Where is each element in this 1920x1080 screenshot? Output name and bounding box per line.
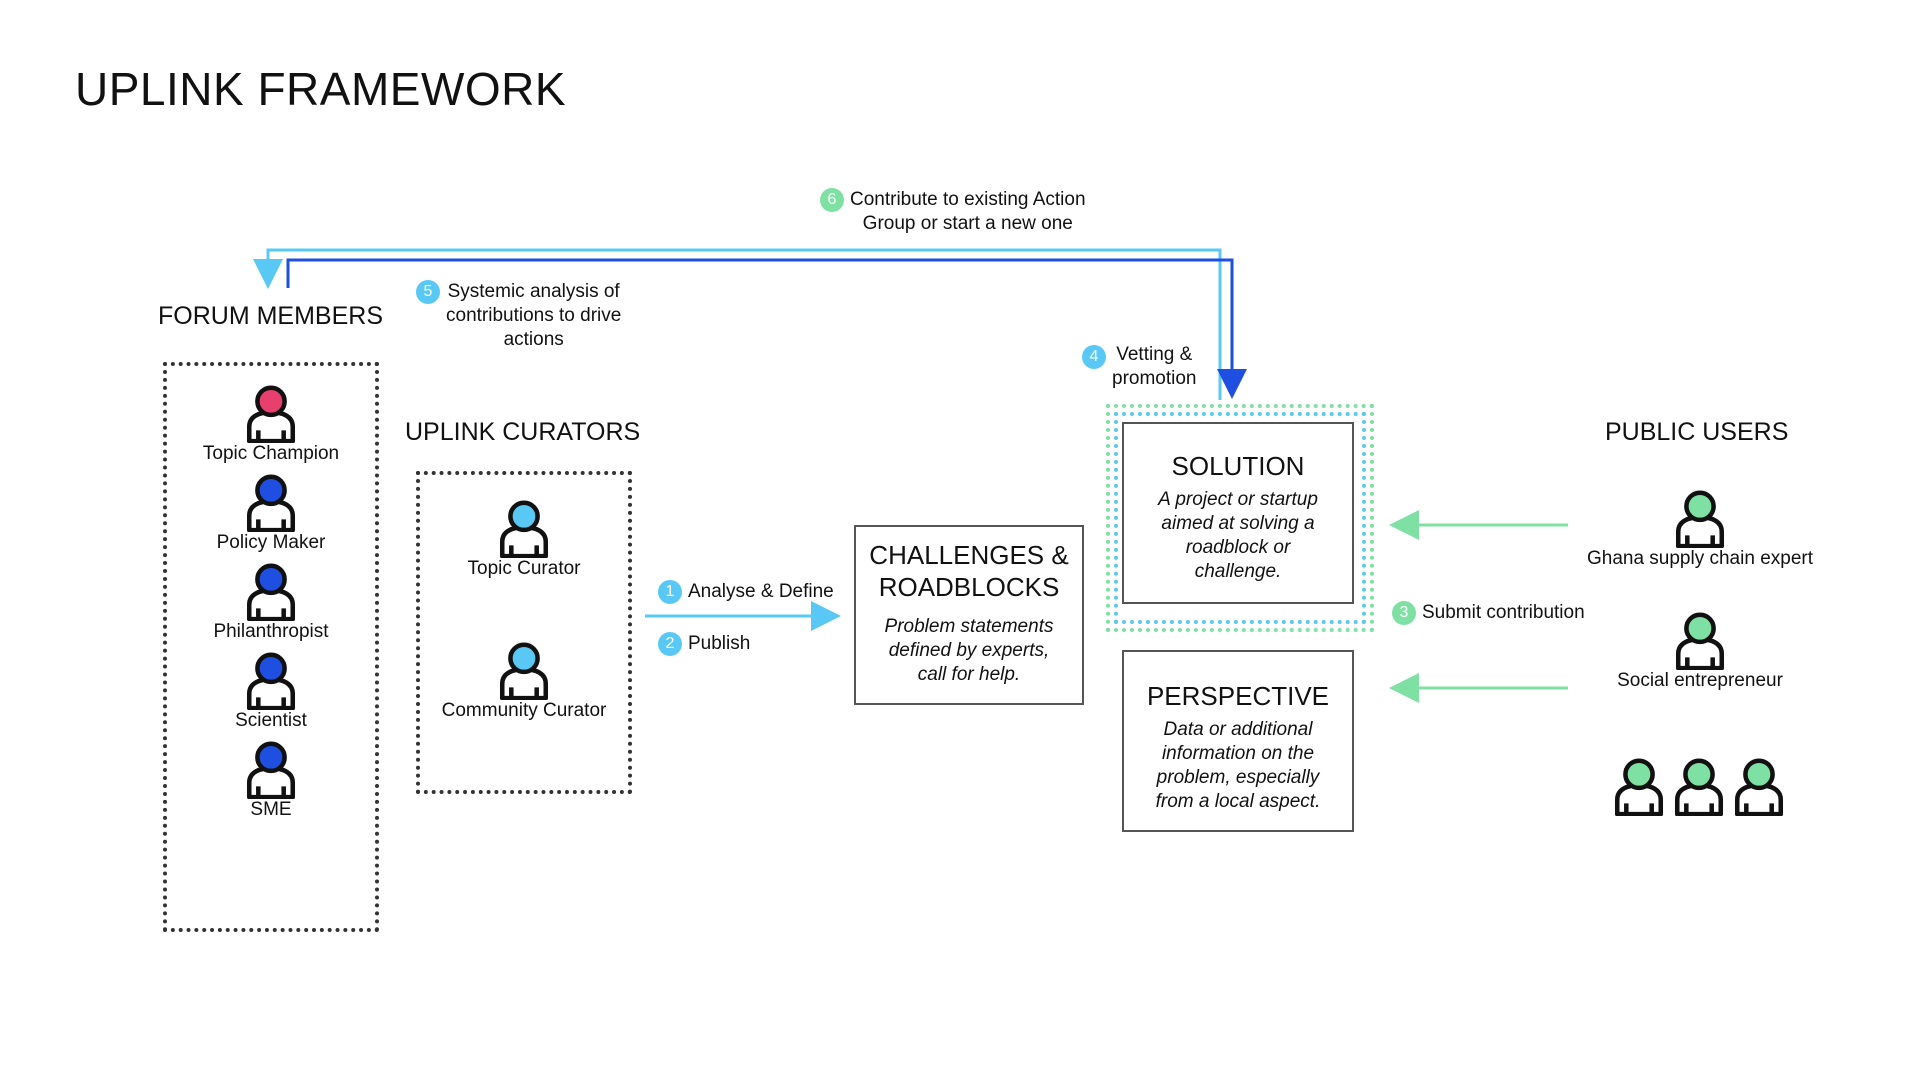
solution-highlight-inner <box>1114 412 1366 624</box>
step-1: 1 Analyse & Define <box>658 580 834 604</box>
step-6-line1: Contribute to existing Action <box>850 189 1086 210</box>
uplink-curators-heading: UPLINK CURATORS <box>405 418 641 446</box>
step-1-badge: 1 <box>658 580 682 604</box>
person-icon <box>1675 490 1725 548</box>
public-user-item: Social entrepreneur <box>1570 612 1830 692</box>
solution-highlight-outer <box>1106 404 1374 632</box>
person-icon <box>1734 758 1784 817</box>
perspective-box: PERSPECTIVE Data or additional informati… <box>1122 650 1354 832</box>
solution-desc-line4: challenge. <box>1194 561 1282 582</box>
step-6-line2: Group or start a new one <box>862 213 1073 234</box>
person-icon <box>499 642 549 700</box>
person-icon <box>246 474 296 532</box>
forum-member-item: Scientist <box>163 652 379 732</box>
solution-box: SOLUTION A project or startup aimed at s… <box>1122 422 1354 604</box>
step-4-line2: promotion <box>1112 368 1197 389</box>
solution-desc-line2: aimed at solving a <box>1161 513 1315 534</box>
challenges-box: CHALLENGES & ROADBLOCKS Problem statemen… <box>854 525 1084 705</box>
step-2-badge: 2 <box>658 632 682 656</box>
perspective-desc-line2: information on the <box>1161 743 1315 764</box>
challenges-title-line2: ROADBLOCKS <box>878 572 1060 602</box>
systemic-analysis-arrow <box>286 258 1247 399</box>
step-4-line1: Vetting & <box>1116 344 1193 365</box>
forum-member-label: Scientist <box>235 710 307 731</box>
step-5: 5 Systemic analysis of contributions to … <box>416 280 621 352</box>
perspective-desc-line1: Data or additional <box>1163 719 1313 740</box>
public-user-item: Ghana supply chain expert <box>1570 490 1830 570</box>
person-icon-wrap <box>242 563 300 621</box>
step-2-label: Publish <box>688 633 751 654</box>
public-user-label: Ghana supply chain expert <box>1586 548 1814 569</box>
curator-label: Topic Curator <box>467 558 581 579</box>
forum-member-label: Policy Maker <box>216 532 326 553</box>
person-icon-wrap <box>495 500 553 558</box>
perspective-desc-line4: from a local aspect. <box>1155 791 1321 812</box>
person-icon <box>246 741 296 799</box>
person-icon-wrap <box>1671 612 1729 670</box>
step-3: 3 Submit contribution <box>1392 601 1585 625</box>
step-5-badge: 5 <box>416 280 440 304</box>
challenges-desc-line2: defined by experts, <box>888 640 1050 661</box>
forum-member-label: Topic Champion <box>202 443 340 464</box>
person-icon <box>1614 758 1664 817</box>
public-users-crowd <box>1610 758 1788 821</box>
person-icon <box>246 563 296 621</box>
contribute-arrow <box>253 248 1222 400</box>
page-title: UPLINK FRAMEWORK <box>75 63 567 115</box>
perspective-desc-line3: problem, especially <box>1156 767 1320 788</box>
person-icon-wrap <box>242 652 300 710</box>
public-user-label: Social entrepreneur <box>1617 670 1783 691</box>
step-1-label: Analyse & Define <box>688 581 834 602</box>
solution-title: SOLUTION <box>1171 451 1305 481</box>
challenges-desc-line3: call for help. <box>917 664 1021 685</box>
public-crowd-person <box>1610 758 1668 821</box>
step-5-line2: contributions to drive <box>446 305 622 326</box>
challenges-title-line1: CHALLENGES & <box>869 540 1069 570</box>
step-6-badge: 6 <box>820 188 844 212</box>
forum-member-item: SME <box>163 741 379 821</box>
step-5-line3: actions <box>503 329 564 350</box>
solution-desc-line3: roadblock or <box>1185 537 1291 558</box>
person-icon <box>1675 612 1725 670</box>
step-6: 6 Contribute to existing Action Group or… <box>820 188 1086 236</box>
forum-member-item: Philanthropist <box>163 563 379 643</box>
forum-members-heading: FORUM MEMBERS <box>158 302 383 330</box>
person-icon <box>1674 758 1724 817</box>
person-icon-wrap <box>1671 490 1729 548</box>
person-icon-wrap <box>242 385 300 443</box>
step-4: 4 Vetting & promotion <box>1082 343 1197 391</box>
forum-member-item: Topic Champion <box>163 385 379 465</box>
forum-member-label: Philanthropist <box>213 621 329 642</box>
public-crowd-person <box>1730 758 1788 821</box>
step-3-label: Submit contribution <box>1422 602 1585 623</box>
person-icon-wrap <box>242 474 300 532</box>
step-3-badge: 3 <box>1392 601 1416 625</box>
public-crowd-person <box>1670 758 1728 821</box>
step-2: 2 Publish <box>658 632 750 656</box>
person-icon <box>246 385 296 443</box>
person-icon <box>499 500 549 558</box>
curator-item: Community Curator <box>416 642 632 722</box>
curator-item: Topic Curator <box>416 500 632 580</box>
forum-members-group <box>163 362 379 932</box>
forum-member-label: SME <box>250 799 292 820</box>
step-5-line1: Systemic analysis of <box>447 281 620 302</box>
challenges-desc-line1: Problem statements <box>884 616 1054 637</box>
forum-member-item: Policy Maker <box>163 474 379 554</box>
person-icon <box>246 652 296 710</box>
person-icon-wrap <box>242 741 300 799</box>
person-icon-wrap <box>495 642 553 700</box>
step-4-badge: 4 <box>1082 345 1106 369</box>
curator-label: Community Curator <box>441 700 607 721</box>
solution-desc-line1: A project or startup <box>1158 489 1318 510</box>
perspective-title: PERSPECTIVE <box>1146 681 1330 711</box>
public-users-heading: PUBLIC USERS <box>1605 418 1789 446</box>
uplink-curators-group <box>416 471 632 794</box>
